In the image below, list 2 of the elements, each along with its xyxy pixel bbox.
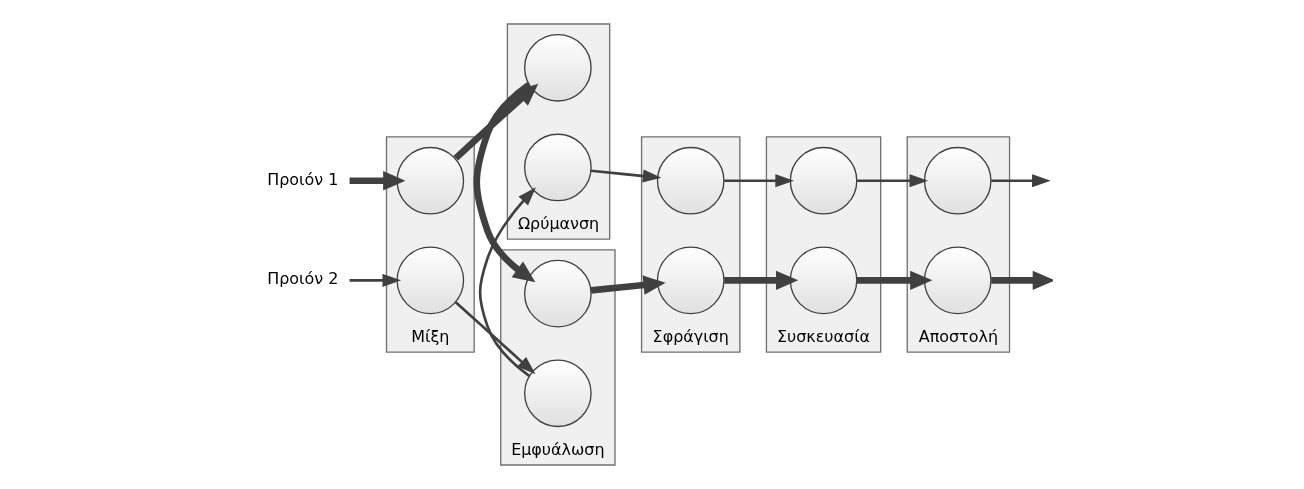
node-text: Προιόν 1 — [267, 169, 339, 189]
node-text: Προιόν 2 — [267, 269, 339, 289]
